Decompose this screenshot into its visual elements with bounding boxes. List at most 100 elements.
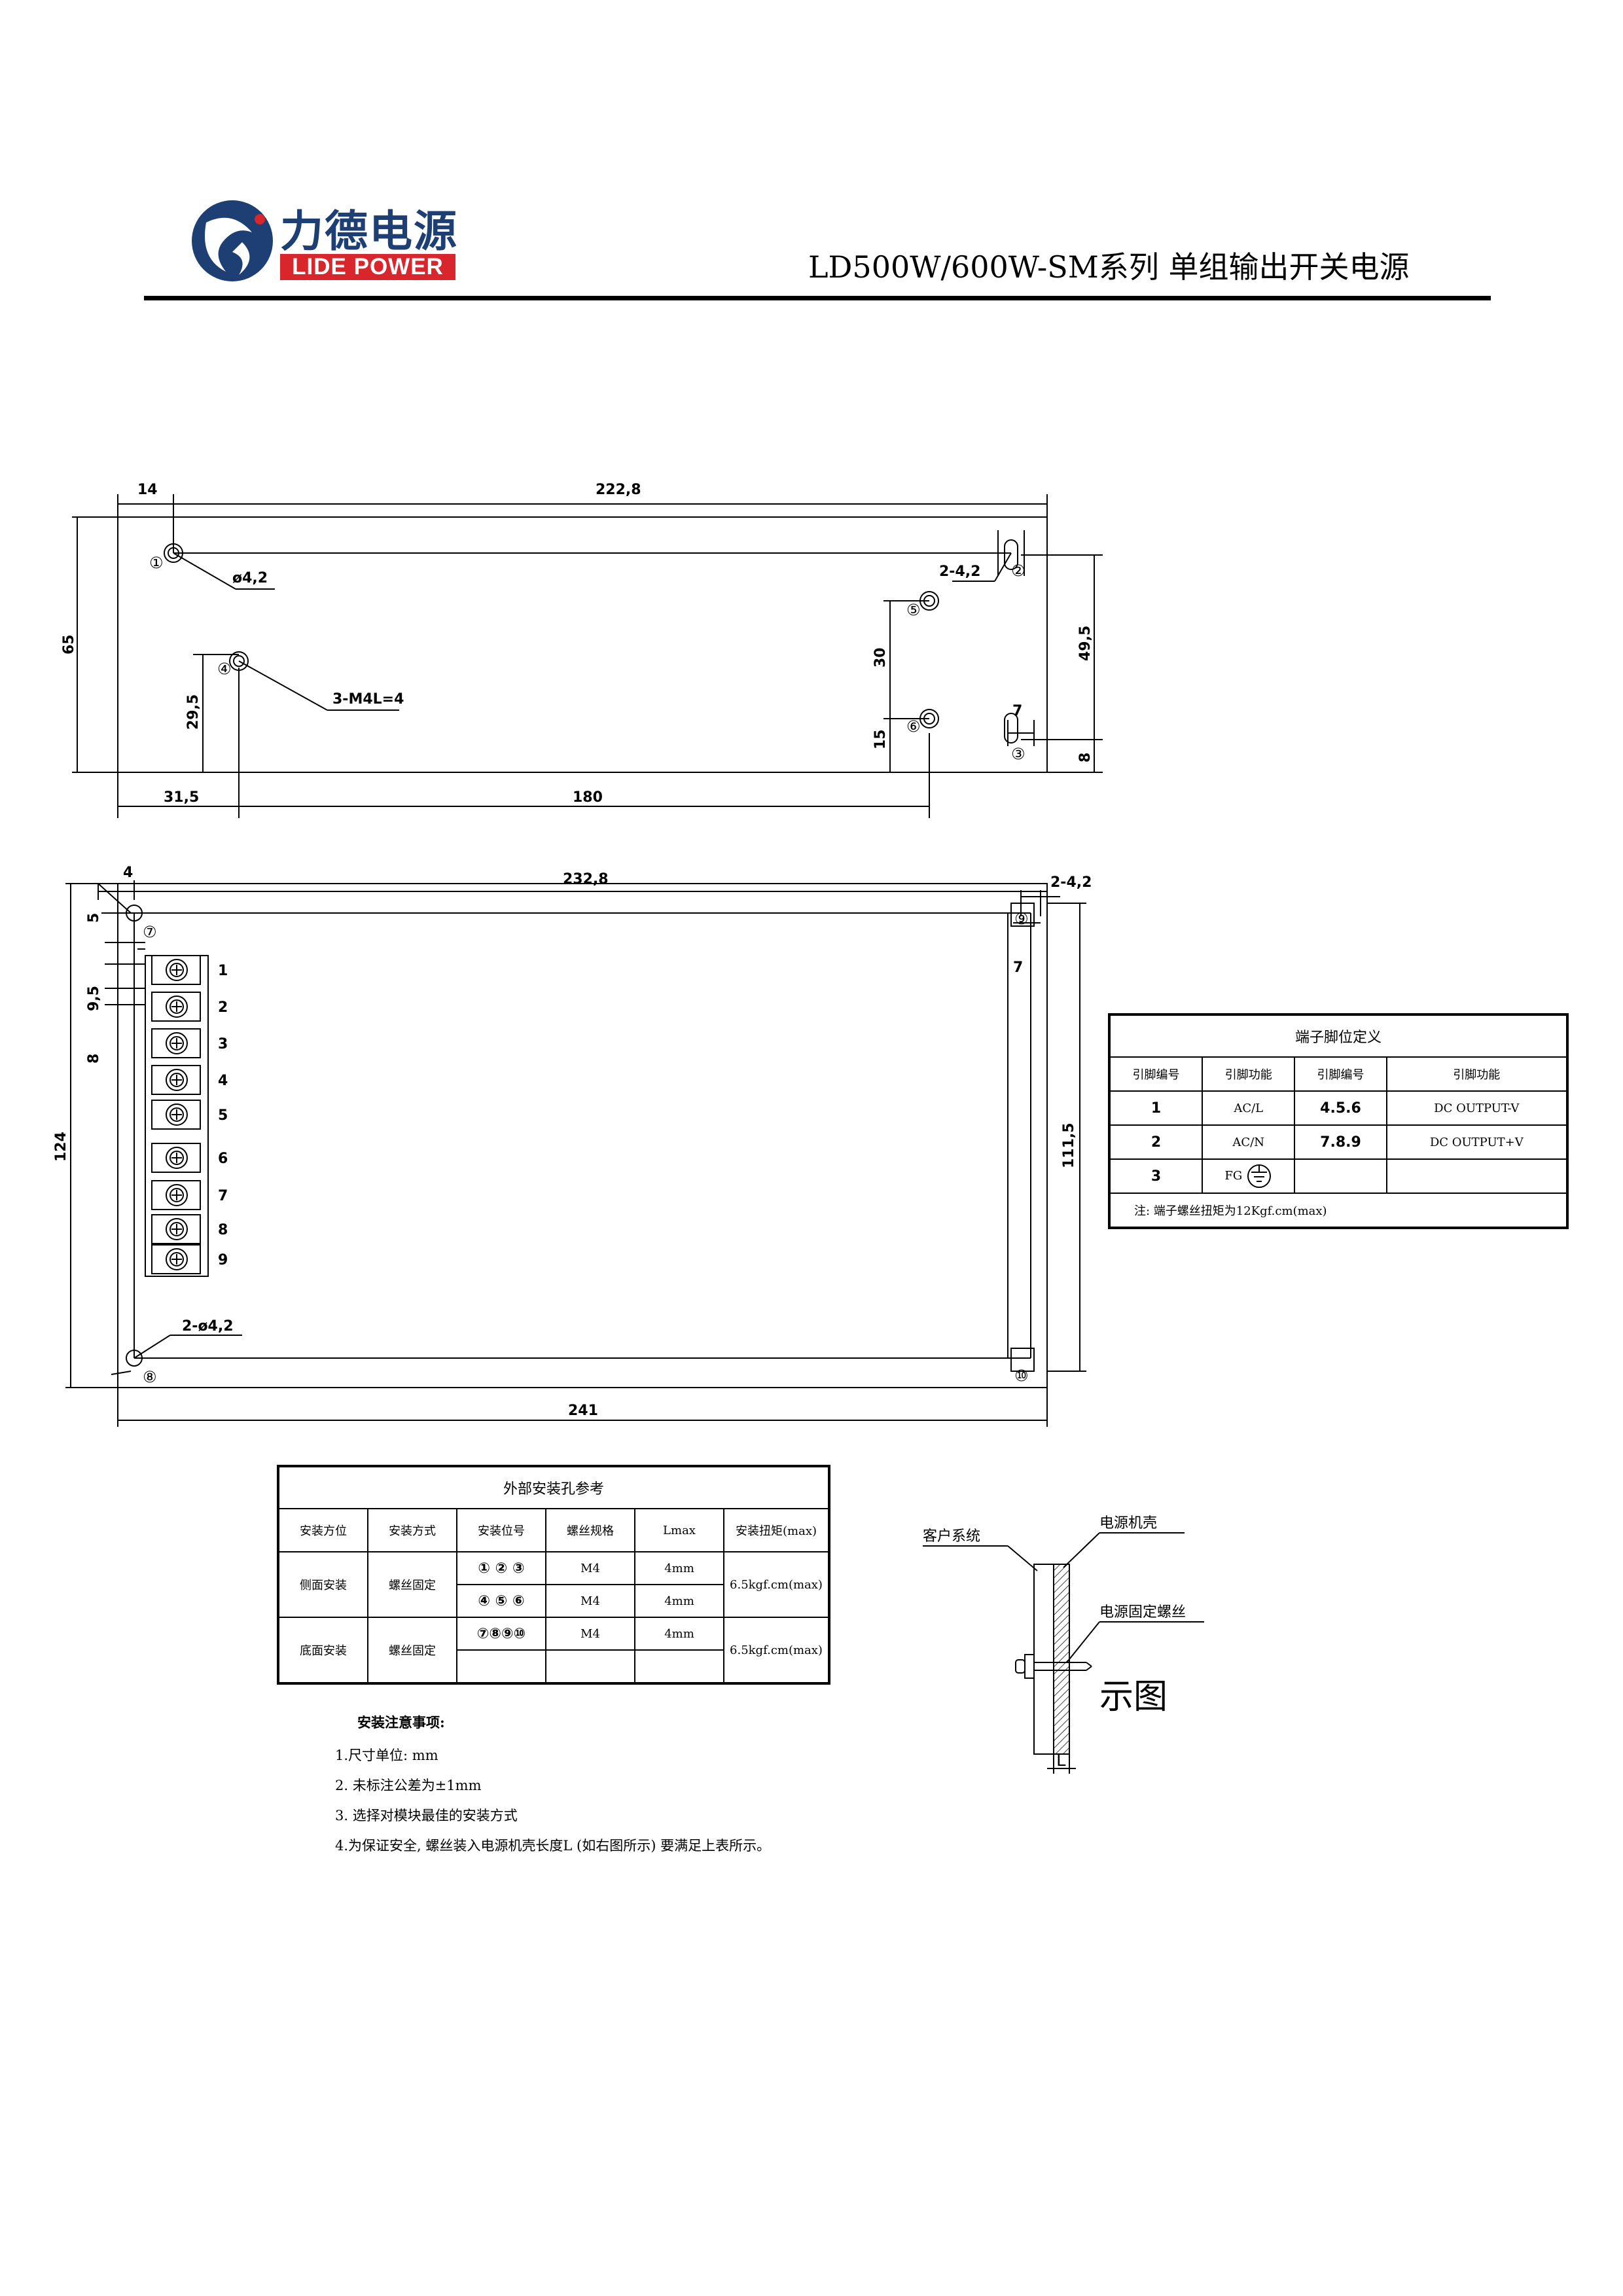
top-outline (117, 516, 1048, 773)
dim-7-top: 7 (1012, 703, 1022, 719)
dim-49-5: 49,5 (1077, 626, 1094, 661)
dim-65: 65 (61, 634, 77, 655)
side-screw-1: M4 (545, 1551, 635, 1585)
terminal-screw-icon (166, 1032, 188, 1054)
document-title: LD500W/600W-SM系列 单组输出开关电源 (808, 249, 1410, 285)
side-lmax-2: 4mm (634, 1584, 724, 1618)
terminal-screw-icon (166, 1103, 188, 1126)
dim-232-8: 232,8 (563, 871, 609, 888)
side-lmax-1: 4mm (634, 1551, 724, 1585)
pin-header: 引脚功能 (1385, 1056, 1569, 1092)
terminal-block-slot (151, 1065, 201, 1095)
dim-9-5: 9,5 (86, 986, 102, 1011)
pin-cell: 4.5.6 (1294, 1090, 1387, 1126)
mount-table-title: 外部安装孔参考 (277, 1465, 830, 1509)
marker-3: ③ (1011, 745, 1026, 763)
mount-header: Lmax (634, 1508, 724, 1552)
terminal-screw-icon (166, 996, 188, 1018)
mount-header: 螺丝规格 (545, 1508, 635, 1552)
terminal-screw-icon (166, 1069, 188, 1091)
label-power-case: 电源机壳 (1099, 1515, 1157, 1532)
pin-cell: DC OUTPUT+V (1385, 1124, 1569, 1160)
side-screw-2: M4 (545, 1584, 635, 1618)
dim-30: 30 (872, 647, 889, 668)
terminal-screw-icon (166, 1147, 188, 1169)
pin-cell: 3 (1108, 1158, 1204, 1194)
terminal-block-slot (151, 1180, 201, 1210)
bottom-torque: 6.5kgf.cm(max) (723, 1617, 830, 1684)
terminal-screw-icon (166, 1184, 188, 1206)
pin-cell (1294, 1158, 1387, 1194)
pin-cell-fg: FG (1202, 1158, 1296, 1194)
terminal-block-slot (151, 1143, 201, 1173)
mount-header: 安装扭矩(max) (723, 1508, 830, 1552)
marker-7: ⑦ (143, 923, 157, 941)
terminal-block-slot (151, 992, 201, 1022)
terminal-number: 1 (218, 963, 228, 979)
header-rule (144, 296, 1491, 300)
mount-header: 安装方式 (367, 1508, 457, 1552)
dim-8-front: 8 (86, 1054, 102, 1064)
dim-2-o4-2: 2-ø4,2 (182, 1318, 234, 1335)
terminal-block-slot (151, 1028, 201, 1058)
dim-4: 4 (123, 865, 133, 881)
dim-241: 241 (568, 1403, 598, 1419)
label-l: L (1056, 1751, 1066, 1770)
bottom-lmax: 4mm (634, 1617, 724, 1651)
dim-5: 5 (86, 913, 102, 923)
pin-header: 引脚功能 (1202, 1056, 1296, 1092)
pin-table-title: 端子脚位定义 (1109, 1014, 1568, 1058)
pin-header: 引脚编号 (1108, 1056, 1204, 1092)
note-item: 3. 选择对模块最佳的安装方式 (335, 1808, 518, 1823)
terminal-number: 6 (218, 1151, 228, 1167)
pin-table-note: 注: 端子螺丝扭矩为12Kgf.cm(max) (1109, 1193, 1568, 1229)
terminal-block-slot (151, 1214, 201, 1244)
side-positions-2: ④ ⑤ ⑥ (456, 1584, 546, 1618)
installation-notes: 安装注意事项: 1.尺寸单位: mm 2. 未标注公差为±1mm 3. 选择对模… (335, 1712, 770, 1865)
side-method: 螺丝固定 (367, 1551, 457, 1618)
terminal-number: 7 (218, 1188, 228, 1204)
dim-o4-2: ø4,2 (232, 570, 268, 586)
marker-6: ⑥ (906, 717, 921, 736)
marker-10: ⑩ (1014, 1367, 1029, 1385)
note-item: 4.为保证安全, 螺丝装入电源机壳长度L (如右图所示) 要满足上表所示。 (335, 1838, 771, 1854)
front-outline (117, 883, 1048, 1388)
dim-111-5: 111,5 (1061, 1122, 1077, 1168)
schematic-caption: 示图 (1099, 1677, 1168, 1717)
screw-schematic: 客户系统 电源机壳 电源固定螺丝 示图 L (923, 1515, 1204, 1774)
bottom-orientation: 底面安装 (277, 1617, 368, 1684)
mount-header: 安装方位 (277, 1508, 368, 1552)
label-customer-system: 客户系统 (923, 1528, 980, 1545)
brand-name-chinese: 力德电源 (280, 206, 458, 257)
pin-cell: 1 (1108, 1090, 1204, 1126)
dim-7-front: 7 (1013, 960, 1023, 976)
marker-5: ⑤ (906, 601, 921, 619)
terminal-number: 9 (218, 1252, 228, 1268)
brand-name-english: LIDE POWER (280, 254, 455, 280)
dim-222-8: 222,8 (596, 482, 641, 498)
pin-cell: AC/L (1202, 1090, 1296, 1126)
dim-8-top: 8 (1077, 753, 1094, 762)
ground-icon (1247, 1164, 1272, 1188)
dim-2-4-2-front: 2-4,2 (1050, 874, 1092, 891)
note-item: 1.尺寸单位: mm (335, 1748, 438, 1763)
terminal-block-slot (151, 955, 201, 985)
terminal-number: 4 (218, 1073, 228, 1089)
side-torque: 6.5kgf.cm(max) (723, 1551, 830, 1618)
marker-8: ⑧ (143, 1368, 157, 1386)
note-item: 2. 未标注公差为±1mm (335, 1778, 482, 1793)
terminal-number: 2 (218, 999, 228, 1016)
mounting-reference-table: 外部安装孔参考 安装方位 安装方式 安装位号 螺丝规格 Lmax 安装扭矩(ma… (277, 1465, 830, 1685)
fg-label: FG (1224, 1169, 1243, 1183)
marker-9: ⑨ (1014, 910, 1029, 928)
terminal-screw-icon (166, 959, 188, 981)
dim-180: 180 (573, 789, 603, 806)
pin-definition-table: 端子脚位定义 引脚编号 引脚功能 引脚编号 引脚功能 1 AC/L 4.5.6 … (1108, 1013, 1569, 1229)
side-orientation: 侧面安装 (277, 1551, 368, 1618)
terminal-screw-icon (166, 1218, 188, 1240)
label-fixing-screw: 电源固定螺丝 (1099, 1604, 1186, 1621)
dim-124: 124 (53, 1132, 69, 1162)
terminal-screw-icon (166, 1248, 188, 1270)
dim-14: 14 (137, 482, 158, 498)
top-view-drawing: 14 222,8 65 ø4,2 2-4,2 30 49,5 29,5 3-M4… (61, 482, 1103, 818)
